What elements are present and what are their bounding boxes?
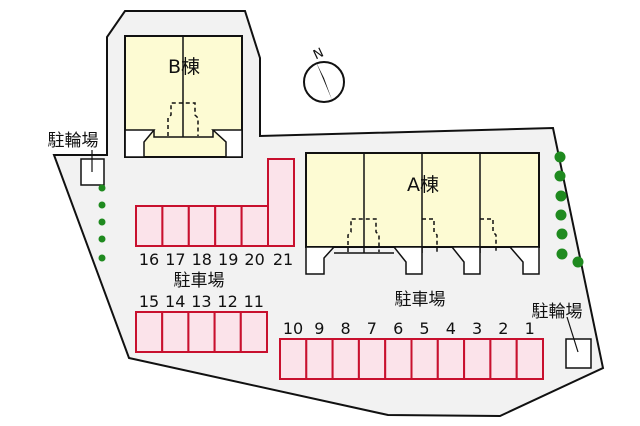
tree-icon bbox=[98, 218, 106, 226]
tree-icon bbox=[98, 201, 106, 209]
parking-slot-number: 17 bbox=[165, 250, 185, 269]
parking-slot bbox=[239, 311, 269, 353]
parking-slot bbox=[279, 338, 308, 380]
building-a-label: A棟 bbox=[407, 174, 439, 196]
parking-slot bbox=[305, 338, 334, 380]
tree-icon bbox=[98, 235, 106, 243]
parking-slot bbox=[161, 205, 190, 247]
parking-slot bbox=[515, 338, 545, 380]
tree-icon bbox=[572, 256, 584, 268]
parking-slot-number: 13 bbox=[191, 292, 211, 311]
parking-slot bbox=[187, 311, 216, 353]
parking-slot-number: 7 bbox=[367, 319, 377, 338]
tree-icon bbox=[98, 254, 106, 262]
parking-slot bbox=[489, 338, 518, 380]
tree-icon bbox=[555, 209, 567, 221]
building-b: B棟 bbox=[124, 35, 243, 158]
parking-slot-number: 5 bbox=[419, 319, 429, 338]
parking-label-upper: 駐車場 bbox=[174, 271, 225, 291]
bike-parking-left-label: 駐輪場 bbox=[48, 131, 99, 151]
trees bbox=[98, 151, 584, 268]
parking-slot bbox=[213, 311, 242, 353]
parking-slot-number: 10 bbox=[283, 319, 303, 338]
parking-slot-number: 15 bbox=[139, 292, 159, 311]
parking-label-lower: 駐車場 bbox=[395, 290, 446, 310]
parking-slot-number: 8 bbox=[341, 319, 351, 338]
tree-icon bbox=[98, 184, 106, 192]
parking-slot bbox=[463, 338, 492, 380]
building-b-label: B棟 bbox=[168, 56, 200, 78]
parking-slot-number: 20 bbox=[244, 250, 264, 269]
tree-icon bbox=[556, 228, 568, 240]
tree-icon bbox=[554, 151, 566, 163]
tree-icon bbox=[556, 248, 568, 260]
parking-slot-number: 4 bbox=[446, 319, 456, 338]
north-compass-icon: N bbox=[303, 46, 345, 103]
parking-slot bbox=[135, 311, 164, 353]
parking-slot-number: 11 bbox=[244, 292, 264, 311]
parking-slot bbox=[410, 338, 439, 380]
parking-slot bbox=[357, 338, 387, 380]
parking-slot-number: 12 bbox=[217, 292, 237, 311]
parking-slot-number: 1 bbox=[525, 319, 535, 338]
parking-slot-number: 16 bbox=[139, 250, 159, 269]
parking-slot-number: 2 bbox=[498, 319, 508, 338]
parking-slot bbox=[135, 205, 164, 247]
parking-slot-number: 18 bbox=[192, 250, 212, 269]
parking-slot bbox=[436, 338, 466, 380]
bike-parking-right-label: 駐輪場 bbox=[532, 302, 583, 322]
parking-slot bbox=[267, 158, 295, 247]
parking-slot bbox=[161, 311, 190, 353]
building-a: A棟 bbox=[305, 152, 540, 275]
tree-icon bbox=[555, 190, 567, 202]
parking-slot bbox=[331, 338, 360, 380]
parking-slot-number: 6 bbox=[393, 319, 403, 338]
parking-slot-number: 21 bbox=[273, 250, 293, 269]
tree-icon bbox=[554, 170, 566, 182]
parking-slot-number: 19 bbox=[218, 250, 238, 269]
north-label: N bbox=[311, 46, 326, 64]
parking-slot-number: 9 bbox=[314, 319, 324, 338]
parking-slot bbox=[187, 205, 217, 247]
parking-slot-number: 3 bbox=[472, 319, 482, 338]
parking-slot bbox=[214, 205, 243, 247]
parking-slot-number: 14 bbox=[165, 292, 185, 311]
bike-shed-right bbox=[565, 338, 592, 369]
parking-slot bbox=[384, 338, 413, 380]
parking-slot bbox=[240, 205, 270, 247]
